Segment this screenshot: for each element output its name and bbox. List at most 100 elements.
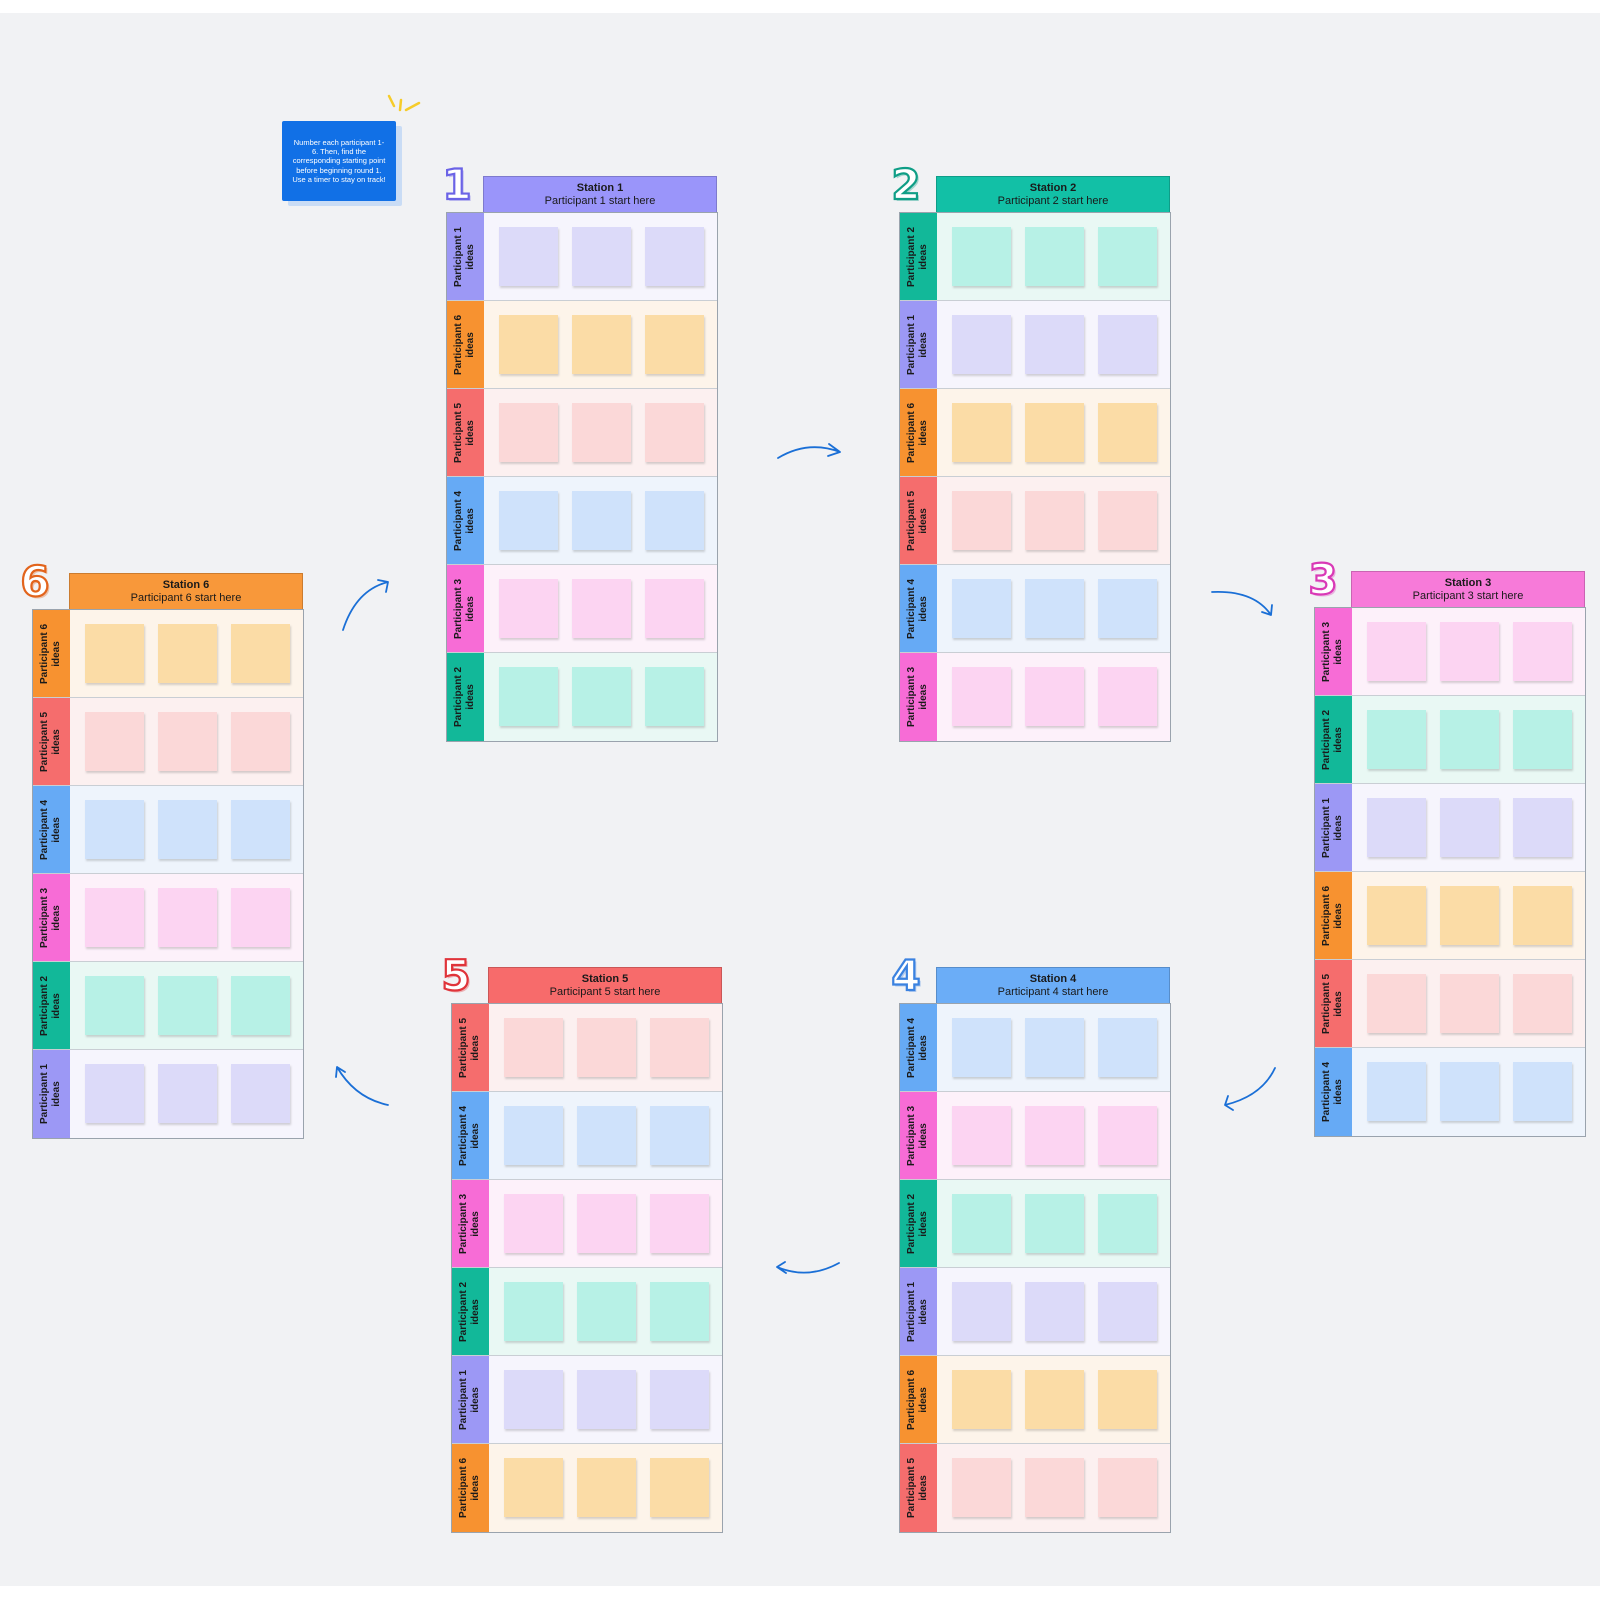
ideas-area[interactable] (937, 389, 1170, 476)
sticky-note[interactable] (1025, 227, 1084, 286)
sticky-note[interactable] (231, 800, 290, 859)
sticky-note[interactable] (1367, 710, 1426, 769)
sticky-note[interactable] (645, 579, 704, 638)
sticky-note[interactable] (504, 1282, 563, 1341)
sticky-note[interactable] (231, 624, 290, 683)
ideas-area[interactable] (937, 653, 1170, 741)
ideas-area[interactable] (484, 301, 717, 388)
sticky-note[interactable] (577, 1458, 636, 1517)
sticky-note[interactable] (85, 712, 144, 771)
sticky-note[interactable] (504, 1194, 563, 1253)
sticky-note[interactable] (1025, 1458, 1084, 1517)
ideas-area[interactable] (484, 653, 717, 741)
sticky-note[interactable] (952, 315, 1011, 374)
sticky-note[interactable] (1098, 227, 1157, 286)
sticky-note[interactable] (1025, 579, 1084, 638)
sticky-note[interactable] (650, 1282, 709, 1341)
sticky-note[interactable] (1367, 1062, 1426, 1121)
sticky-note[interactable] (1098, 1282, 1157, 1341)
sticky-note[interactable] (645, 667, 704, 726)
ideas-area[interactable] (70, 962, 303, 1049)
sticky-note[interactable] (1025, 1370, 1084, 1429)
sticky-note[interactable] (231, 1064, 290, 1123)
sticky-note[interactable] (85, 888, 144, 947)
ideas-area[interactable] (489, 1356, 722, 1443)
ideas-area[interactable] (484, 213, 717, 300)
sticky-note[interactable] (650, 1194, 709, 1253)
sticky-note[interactable] (1513, 710, 1572, 769)
sticky-note[interactable] (499, 491, 558, 550)
sticky-note[interactable] (577, 1370, 636, 1429)
ideas-area[interactable] (489, 1180, 722, 1267)
ideas-area[interactable] (937, 1180, 1170, 1267)
sticky-note[interactable] (1513, 974, 1572, 1033)
sticky-note[interactable] (1025, 491, 1084, 550)
sticky-note[interactable] (1098, 1194, 1157, 1253)
ideas-area[interactable] (489, 1444, 722, 1532)
sticky-note[interactable] (952, 579, 1011, 638)
sticky-note[interactable] (1098, 579, 1157, 638)
sticky-note[interactable] (650, 1458, 709, 1517)
sticky-note[interactable] (650, 1106, 709, 1165)
sticky-note[interactable] (952, 1282, 1011, 1341)
sticky-note[interactable] (577, 1018, 636, 1077)
sticky-note[interactable] (572, 491, 631, 550)
sticky-note[interactable] (572, 667, 631, 726)
sticky-note[interactable] (952, 667, 1011, 726)
sticky-note[interactable] (1025, 1018, 1084, 1077)
sticky-note[interactable] (1513, 622, 1572, 681)
sticky-note[interactable] (158, 712, 217, 771)
sticky-note[interactable] (1025, 1194, 1084, 1253)
sticky-note[interactable] (504, 1018, 563, 1077)
sticky-note[interactable] (504, 1370, 563, 1429)
sticky-note[interactable] (1440, 974, 1499, 1033)
sticky-note[interactable] (1513, 1062, 1572, 1121)
sticky-note[interactable] (1025, 1282, 1084, 1341)
ideas-area[interactable] (937, 301, 1170, 388)
sticky-note[interactable] (231, 712, 290, 771)
ideas-area[interactable] (70, 874, 303, 961)
sticky-note[interactable] (499, 667, 558, 726)
sticky-note[interactable] (1440, 1062, 1499, 1121)
sticky-note[interactable] (1025, 403, 1084, 462)
sticky-note[interactable] (1513, 886, 1572, 945)
ideas-area[interactable] (937, 1092, 1170, 1179)
sticky-note[interactable] (1098, 667, 1157, 726)
sticky-note[interactable] (1367, 886, 1426, 945)
ideas-area[interactable] (70, 1050, 303, 1138)
ideas-area[interactable] (1352, 872, 1585, 959)
sticky-note[interactable] (499, 227, 558, 286)
sticky-note[interactable] (158, 1064, 217, 1123)
sticky-note[interactable] (650, 1370, 709, 1429)
sticky-note[interactable] (158, 888, 217, 947)
sticky-note[interactable] (504, 1106, 563, 1165)
sticky-note[interactable] (85, 800, 144, 859)
sticky-note[interactable] (158, 976, 217, 1035)
sticky-note[interactable] (158, 624, 217, 683)
sticky-note[interactable] (1098, 403, 1157, 462)
ideas-area[interactable] (937, 477, 1170, 564)
sticky-note[interactable] (1440, 886, 1499, 945)
sticky-note[interactable] (952, 1106, 1011, 1165)
sticky-note[interactable] (1098, 1458, 1157, 1517)
sticky-note[interactable] (1440, 622, 1499, 681)
sticky-note[interactable] (952, 491, 1011, 550)
ideas-area[interactable] (937, 1268, 1170, 1355)
sticky-note[interactable] (577, 1194, 636, 1253)
sticky-note[interactable] (1098, 1018, 1157, 1077)
ideas-area[interactable] (484, 477, 717, 564)
sticky-note[interactable] (85, 976, 144, 1035)
sticky-note[interactable] (645, 227, 704, 286)
ideas-area[interactable] (937, 1356, 1170, 1443)
sticky-note[interactable] (577, 1106, 636, 1165)
sticky-note[interactable] (952, 1370, 1011, 1429)
sticky-note[interactable] (1098, 1370, 1157, 1429)
sticky-note[interactable] (499, 403, 558, 462)
sticky-note[interactable] (1440, 798, 1499, 857)
sticky-note[interactable] (1367, 974, 1426, 1033)
sticky-note[interactable] (1098, 1106, 1157, 1165)
sticky-note[interactable] (85, 624, 144, 683)
ideas-area[interactable] (937, 565, 1170, 652)
ideas-area[interactable] (1352, 784, 1585, 871)
